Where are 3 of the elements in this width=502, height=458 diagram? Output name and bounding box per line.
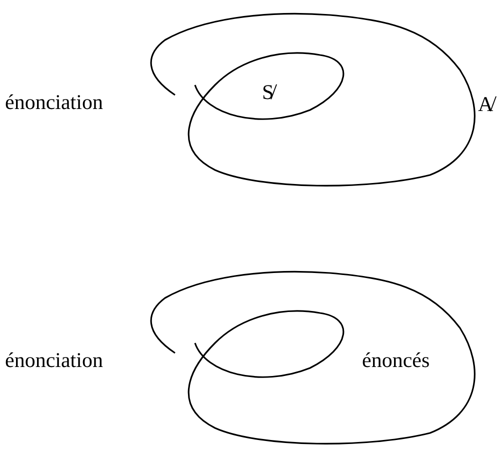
term-label: énonciation [5,92,103,113]
term-label: énonciation [5,350,103,371]
term-label: énoncés [362,350,430,371]
